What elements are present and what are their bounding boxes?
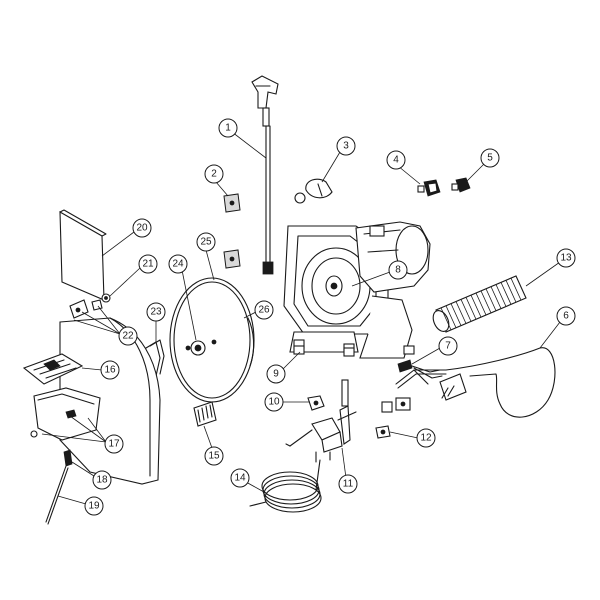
part-nut-12 (375, 425, 391, 439)
callout-13-label: 13 (560, 253, 572, 264)
callout-14: 14 (230, 468, 265, 493)
tube-rib (490, 286, 502, 309)
part-wand-clip (294, 178, 333, 204)
callout-6-label: 6 (563, 311, 569, 322)
callout-21: 21 (109, 254, 158, 297)
callout-9: 9 (266, 351, 301, 384)
callout-11-label: 11 (343, 479, 354, 490)
callout-10-label: 10 (268, 397, 280, 408)
callout-13: 13 (525, 248, 576, 287)
tube-rib (440, 307, 452, 331)
tube-rib (505, 280, 517, 303)
tube-rib (465, 297, 477, 320)
part-wire-leads (397, 359, 443, 385)
callout-19-label: 19 (88, 501, 100, 512)
part-power-cord (395, 347, 556, 418)
part-valve-knob (307, 395, 325, 411)
callout-25-label: 25 (200, 237, 212, 248)
tube-rib (460, 299, 472, 322)
tube-rib (495, 284, 507, 307)
callout-4: 4 (386, 150, 421, 185)
callout-15: 15 (203, 425, 224, 466)
callout-24-label: 24 (172, 259, 184, 270)
part-bent-bracket (145, 339, 165, 377)
tube-rib (485, 288, 497, 311)
part-bracket-plates (223, 193, 241, 269)
callout-5-label: 5 (487, 153, 493, 164)
callout-7: 7 (411, 336, 458, 365)
callout-12-label: 12 (420, 433, 432, 444)
callout-10: 10 (264, 392, 310, 412)
callout-26: 26 (243, 300, 274, 320)
part-fittings-small (381, 397, 411, 413)
callout-7-label: 7 (445, 341, 451, 352)
part-fitting-5 (451, 177, 471, 193)
callout-12: 12 (389, 428, 436, 448)
part-spring-clip (193, 401, 217, 427)
callout-1-label: 1 (225, 123, 231, 134)
part-fitting-4 (417, 179, 441, 197)
callout-18-label: 18 (96, 475, 108, 486)
callout-3: 3 (321, 136, 356, 183)
callout-3-label: 3 (343, 141, 349, 152)
part-reel-disc (169, 277, 255, 403)
callout-17: 17 (41, 415, 124, 454)
callout-24: 24 (168, 254, 197, 341)
callout-20-label: 20 (136, 223, 148, 234)
callout-14-label: 14 (234, 473, 246, 484)
callout-1: 1 (218, 118, 267, 159)
part-spray-wand (251, 75, 279, 275)
tube-rib (480, 290, 492, 314)
callout-2-label: 2 (211, 169, 217, 180)
callout-19: 19 (57, 495, 104, 516)
part-solenoid-valve (285, 379, 357, 463)
callout-8-label: 8 (395, 265, 401, 276)
callout-15-label: 15 (208, 451, 220, 462)
callout-17-label: 17 (108, 439, 120, 450)
callout-23: 23 (146, 302, 166, 342)
part-side-cabinet (22, 317, 161, 485)
part-corrugated-tube (432, 275, 527, 333)
callout-16: 16 (81, 360, 120, 380)
part-panel-cover (59, 209, 107, 301)
callout-4-label: 4 (393, 155, 399, 166)
tube-rib (475, 292, 487, 316)
callout-22-label: 22 (122, 331, 134, 342)
callout-22: 22 (73, 305, 138, 346)
callout-9-label: 9 (273, 369, 279, 380)
callout-6: 6 (539, 306, 576, 349)
tube-rib (470, 294, 482, 318)
tube-rib (445, 305, 457, 328)
callout-11: 11 (338, 447, 358, 494)
callout-26-label: 26 (258, 305, 270, 316)
callout-21-label: 21 (142, 259, 154, 270)
part-coiled-tubing (249, 459, 322, 513)
callout-16-label: 16 (104, 365, 116, 376)
callout-2: 2 (204, 164, 229, 197)
part-mounting-bolt (293, 345, 355, 357)
callout-18: 18 (71, 461, 112, 490)
callout-5: 5 (465, 148, 500, 183)
tube-rib (455, 301, 467, 324)
callout-20: 20 (101, 218, 152, 257)
tube-rib (450, 303, 462, 326)
part-reel-housing (283, 221, 431, 359)
callout-25: 25 (196, 232, 216, 281)
callout-8: 8 (351, 260, 408, 287)
part-fasteners (69, 293, 111, 319)
callout-23-label: 23 (150, 307, 162, 318)
tube-rib (500, 282, 512, 305)
tube-rib (510, 277, 522, 301)
